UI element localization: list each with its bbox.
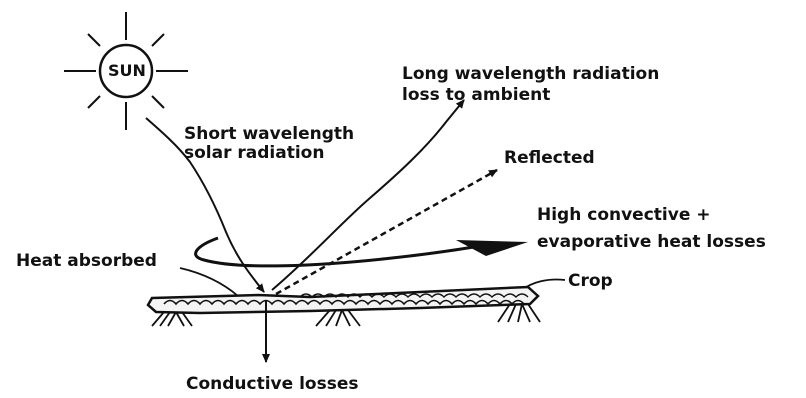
sun-label: SUN xyxy=(108,62,146,80)
reflected-arrow xyxy=(276,170,497,294)
heat-absorbed-leader xyxy=(180,268,238,296)
reflected-label: Reflected xyxy=(504,148,595,168)
convective-label-line2: evaporative heat losses xyxy=(537,232,766,252)
convective-label-line1: High convective + xyxy=(537,205,711,225)
ground-support-right xyxy=(498,304,540,322)
long-wavelength-label-line2: loss to ambient xyxy=(402,85,550,105)
short-wavelength-label-line1: Short wavelength xyxy=(184,124,354,144)
ground-support-left xyxy=(152,312,192,326)
long-wavelength-label-line1: Long wavelength radiation xyxy=(402,64,659,84)
convective-arrow xyxy=(196,238,528,266)
heat-absorbed-label: Heat absorbed xyxy=(16,251,157,271)
crop-label: Crop xyxy=(568,271,613,291)
crop-bed xyxy=(148,287,538,313)
ground-support-middle xyxy=(316,310,360,326)
conductive-losses-label: Conductive losses xyxy=(186,374,358,394)
short-wavelength-label-line2: solar radiation xyxy=(184,143,324,163)
